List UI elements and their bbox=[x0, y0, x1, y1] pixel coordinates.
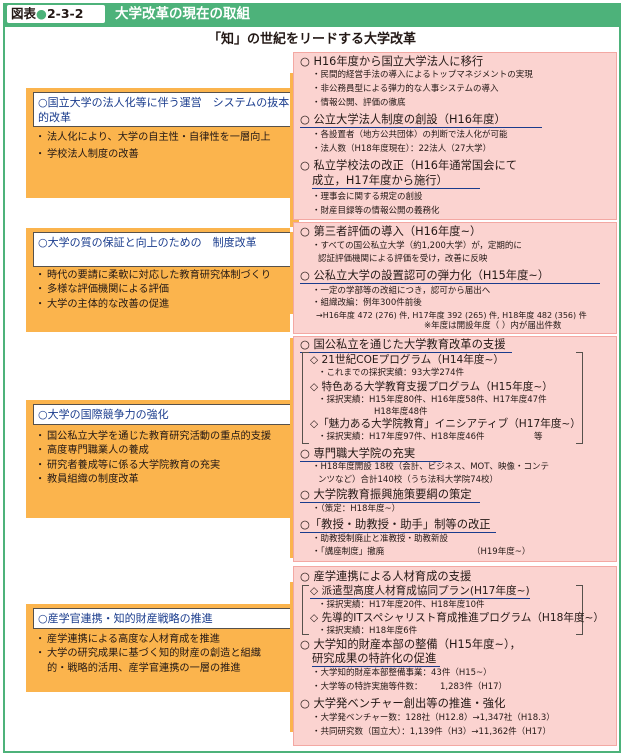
band-item: 学校法人制度の改善 bbox=[35, 148, 278, 163]
band-item: 研究者養成等に係る大学院教育の充実 bbox=[35, 459, 278, 474]
band-item-list: 時代の要請に柔軟に対応した教育研究体制づくり 多様な評価機関による評価 大学の主… bbox=[35, 269, 278, 313]
group-bracket-right bbox=[576, 585, 583, 635]
measure-detail: ・理事会に関する規定の創設 bbox=[312, 192, 423, 202]
figure-subtitle: 「知」の世紀をリードする大学改革 bbox=[207, 32, 416, 47]
group-bracket-right bbox=[576, 352, 583, 444]
measure-detail: ・助教授制廃止と准教授・助教新設 bbox=[312, 534, 449, 544]
figure-label: 図表 bbox=[11, 6, 37, 21]
band-title: ○大学の質の保証と向上のための 制度改革 bbox=[33, 232, 301, 267]
band-item: 多様な評価機関による評価 bbox=[35, 283, 278, 298]
program-detail: ・採択実績：H17年度97件、H18年度46件 bbox=[318, 432, 485, 442]
band-title: ○産学官連携・知的財産戦略の推進 bbox=[33, 608, 301, 629]
program-title: ◇ 21世紀COEプログラム（H14年度~） bbox=[310, 354, 504, 366]
measure-detail: ・法人数（H18年度現在）：22法人（27大学） bbox=[312, 144, 492, 154]
reform-band-quality: ○大学の質の保証と向上のための 制度改革 時代の要請に柔軟に対応した教育研究体制… bbox=[26, 228, 301, 332]
measure-note: ※年度は開設年度（ ）内が届出件数 bbox=[424, 321, 562, 331]
measure-detail: ・財産目録等の情報公開の義務化 bbox=[312, 206, 440, 216]
measure-title: ○ 大学発ベンチャー創出等の推進・強化 bbox=[300, 697, 506, 710]
band-item: 法人化により、大学の自主性・自律性を一層向上 bbox=[35, 131, 278, 146]
program-title: ◇ 特色ある大学教育支援プログラム（H15年度~） bbox=[310, 381, 553, 393]
program-detail: H18年度48件 bbox=[374, 407, 428, 417]
measure-detail-date: （H19年度~） bbox=[472, 547, 531, 557]
band-item: 教員組織の制度改革 bbox=[35, 473, 278, 488]
measure-detail: ・H18年度開設 18校（会計、ビジネス、MOT、映像・コンテ bbox=[312, 462, 549, 472]
measure-title: ○ 専門職大学院の充実 bbox=[300, 447, 442, 462]
measure-title: ○ 国公私立を通じた大学教育改革の支援 bbox=[300, 338, 512, 353]
measure-title-line2: 成立，H17年度から施行） bbox=[312, 174, 480, 189]
measure-title: ○ H16年度から国立大学法人に移行 bbox=[300, 55, 484, 68]
figure-number-label: 図表●2-3-2 bbox=[7, 5, 105, 23]
program-title: ◇ 先導的ITスペシャリスト育成推進プログラム（H18年度~） bbox=[310, 612, 605, 624]
measure-title: ○ 大学知的財産本部の整備（H15年度~）， bbox=[300, 638, 521, 651]
band-item: 産学連携による高度な人材育成を推進 bbox=[35, 633, 278, 648]
program-detail: ・採択実績：H18年度6件 bbox=[318, 626, 418, 636]
program-title: ◇「魅力ある大学院教育」イニシアティブ（H17年度~） bbox=[310, 418, 581, 430]
figure-title: 大学改革の現在の取組 bbox=[115, 6, 250, 22]
measure-detail: ・大学知的財産本部整備事業：43件（H15~） bbox=[312, 668, 492, 678]
measure-title-line2: 研究成果の特許化の促進 bbox=[312, 652, 440, 667]
band-item: 時代の要請に柔軟に対応した教育研究体制づくり bbox=[35, 269, 278, 284]
group-bracket-left bbox=[302, 352, 309, 444]
measure-detail: ・大学発ベンチャー数：128社（H12.8）→1,347社（H18.3） bbox=[312, 713, 555, 723]
measure-detail: ・すべての国公私立大学（約1,200大学）が，定期的に bbox=[312, 241, 522, 251]
measure-detail: ・非公務員型による弾力的な人事システムの導入 bbox=[312, 84, 499, 94]
measure-detail: ・各設置者（地方公共団体）の判断で法人化が可能 bbox=[312, 130, 508, 140]
reform-band-industry: ○産学官連携・知的財産戦略の推進 産学連携による高度な人材育成を推進 大学の研究… bbox=[26, 604, 301, 692]
measure-detail: ンツなど）合計140校（うち法科大学院74校） bbox=[318, 475, 499, 485]
band-item: 大学の研究成果に基づく知的財産の創造と組織的・戦略的活用、産学官連携の一層の推進 bbox=[35, 647, 278, 676]
band-item: 大学の主体的な改善の促進 bbox=[35, 298, 278, 313]
measure-detail: ・組織改編：例年300件前後 bbox=[312, 298, 422, 308]
measure-title: ○「教授・助教授・助手」制等の改正 bbox=[300, 518, 496, 533]
band-title: ○大学の国際競争力の強化 bbox=[33, 404, 301, 425]
measure-detail: 認証評価機関による評価を受け，改善に反映 bbox=[318, 254, 488, 264]
program-detail-suffix: 等 bbox=[534, 432, 543, 442]
measure-detail: →H16年度 472 (276) 件, H17年度 392 (265) 件, H… bbox=[316, 311, 587, 320]
band-item: 国公私立大学を通じた教育研究活動の重点的支援 bbox=[35, 430, 278, 445]
measure-detail: ・民間的経営手法の導入によるトップマネジメントの実現 bbox=[312, 70, 533, 80]
program-detail: ・これまでの採択実績：93大学274件 bbox=[318, 368, 465, 378]
band-item: 高度専門職業人の養成 bbox=[35, 444, 278, 459]
measure-title: ○ 産学連携による人材育成の支援 bbox=[300, 570, 472, 583]
band-item-list: 法人化により、大学の自主性・自律性を一層向上 学校法人制度の改善 bbox=[35, 131, 278, 163]
figure-number: 2-3-2 bbox=[46, 6, 84, 21]
measure-detail: ・大学等の特許実施等件数： bbox=[312, 682, 423, 692]
reform-band-governance: ○国立大学の法人化等に伴う運営 システムの抜本的改革 法人化により、大学の自主性… bbox=[26, 88, 301, 198]
panel-quality-measures bbox=[293, 222, 617, 334]
panel-industry-measures bbox=[293, 566, 617, 746]
group-bracket-left bbox=[302, 585, 309, 635]
band-item-list: 国公私立大学を通じた教育研究活動の重点的支援 高度専門職業人の養成 研究者養成等… bbox=[35, 430, 278, 488]
program-detail: ・採択実績：H15年度80件、H16年度58件、H17年度47件 bbox=[318, 395, 547, 405]
band-item-list: 産学連携による高度な人材育成を推進 大学の研究成果に基づく知的財産の創造と組織的… bbox=[35, 633, 278, 676]
figure-header: 図表●2-3-2 大学改革の現在の取組 bbox=[3, 3, 621, 25]
panel-competitiveness-measures bbox=[293, 336, 617, 562]
measure-detail: ・（策定：H18年度~） bbox=[312, 504, 401, 514]
reform-band-competitiveness: ○大学の国際競争力の強化 国公私立大学を通じた教育研究活動の重点的支援 高度専門… bbox=[26, 400, 301, 518]
measure-title: ○ 第三者評価の導入（H16年度~） bbox=[300, 225, 482, 238]
measure-title: ○ 公立大学法人制度の創設（H16年度） bbox=[300, 113, 542, 128]
measure-detail: ・共同研究数（国立大）：1,139件（H3）→11,362件（H17） bbox=[312, 727, 551, 737]
program-detail: ・採択実績：H17年度20件、H18年度10件 bbox=[318, 600, 485, 610]
figure-dot-icon: ● bbox=[36, 6, 47, 21]
band-title: ○国立大学の法人化等に伴う運営 システムの抜本的改革 bbox=[33, 92, 301, 127]
measure-detail: ・「講座制度」撤廃 bbox=[312, 547, 385, 557]
measure-detail: ・情報公開、評価の徹底 bbox=[312, 98, 406, 108]
measure-title: ○ 公私立大学の設置認可の弾力化（H15年度~） bbox=[300, 269, 600, 284]
program-title: ◇ 派遣型高度人材育成協同プラン(H17年度~) bbox=[310, 585, 530, 599]
figure-frame bbox=[3, 25, 621, 753]
measure-title: ○ 大学院教育振興施策要綱の策定 bbox=[300, 488, 480, 503]
measure-title: ○ 私立学校法の改正（H16年通常国会にて bbox=[300, 159, 518, 172]
measure-detail-value: 1,283件（H17） bbox=[440, 682, 508, 692]
panel-governance-measures bbox=[293, 52, 617, 220]
measure-detail: ・一定の学部等の改組につき，認可から届出へ bbox=[312, 286, 491, 296]
